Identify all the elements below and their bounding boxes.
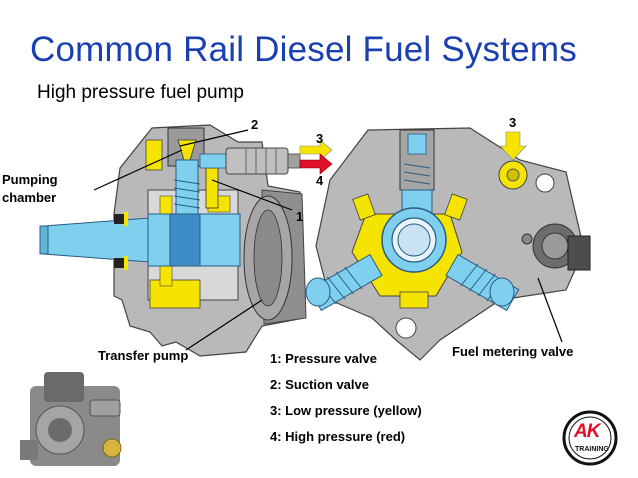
- pump-front-section: [305, 127, 591, 361]
- low-pressure-arrow-icon: [299, 139, 333, 161]
- logo-subtext: TRAINING: [575, 446, 609, 453]
- callout-2: 2: [251, 117, 259, 132]
- pump-side-section: [39, 124, 333, 357]
- callout-3-left: 3: [316, 131, 324, 146]
- legend-item-low-pressure: 3: Low pressure (yellow): [270, 403, 422, 418]
- label-pumping-chamber-line1: Pumping: [2, 172, 58, 187]
- legend-item-high-pressure: 4: High pressure (red): [270, 429, 406, 444]
- callout-1: 1: [296, 209, 304, 224]
- ak-training-logo: [562, 410, 618, 466]
- label-transfer-pump: Transfer pump: [98, 348, 189, 363]
- legend-item-pressure-valve: 1: Pressure valve: [270, 351, 377, 366]
- callout-4: 4: [316, 173, 324, 188]
- callout-3-right: 3: [509, 115, 517, 130]
- high-pressure-arrow-icon: [299, 153, 333, 175]
- logo-text: AK: [574, 421, 600, 442]
- label-fuel-metering-valve: Fuel metering valve: [452, 344, 574, 359]
- slide-subtitle: High pressure fuel pump: [37, 82, 244, 103]
- pump-photo: [20, 372, 122, 466]
- legend-item-suction-valve: 2: Suction valve: [270, 377, 369, 392]
- low-pressure-inlet-arrow-icon: [499, 131, 527, 161]
- slide-title: Common Rail Diesel Fuel Systems: [30, 30, 577, 69]
- label-pumping-chamber-line2: chamber: [2, 190, 57, 205]
